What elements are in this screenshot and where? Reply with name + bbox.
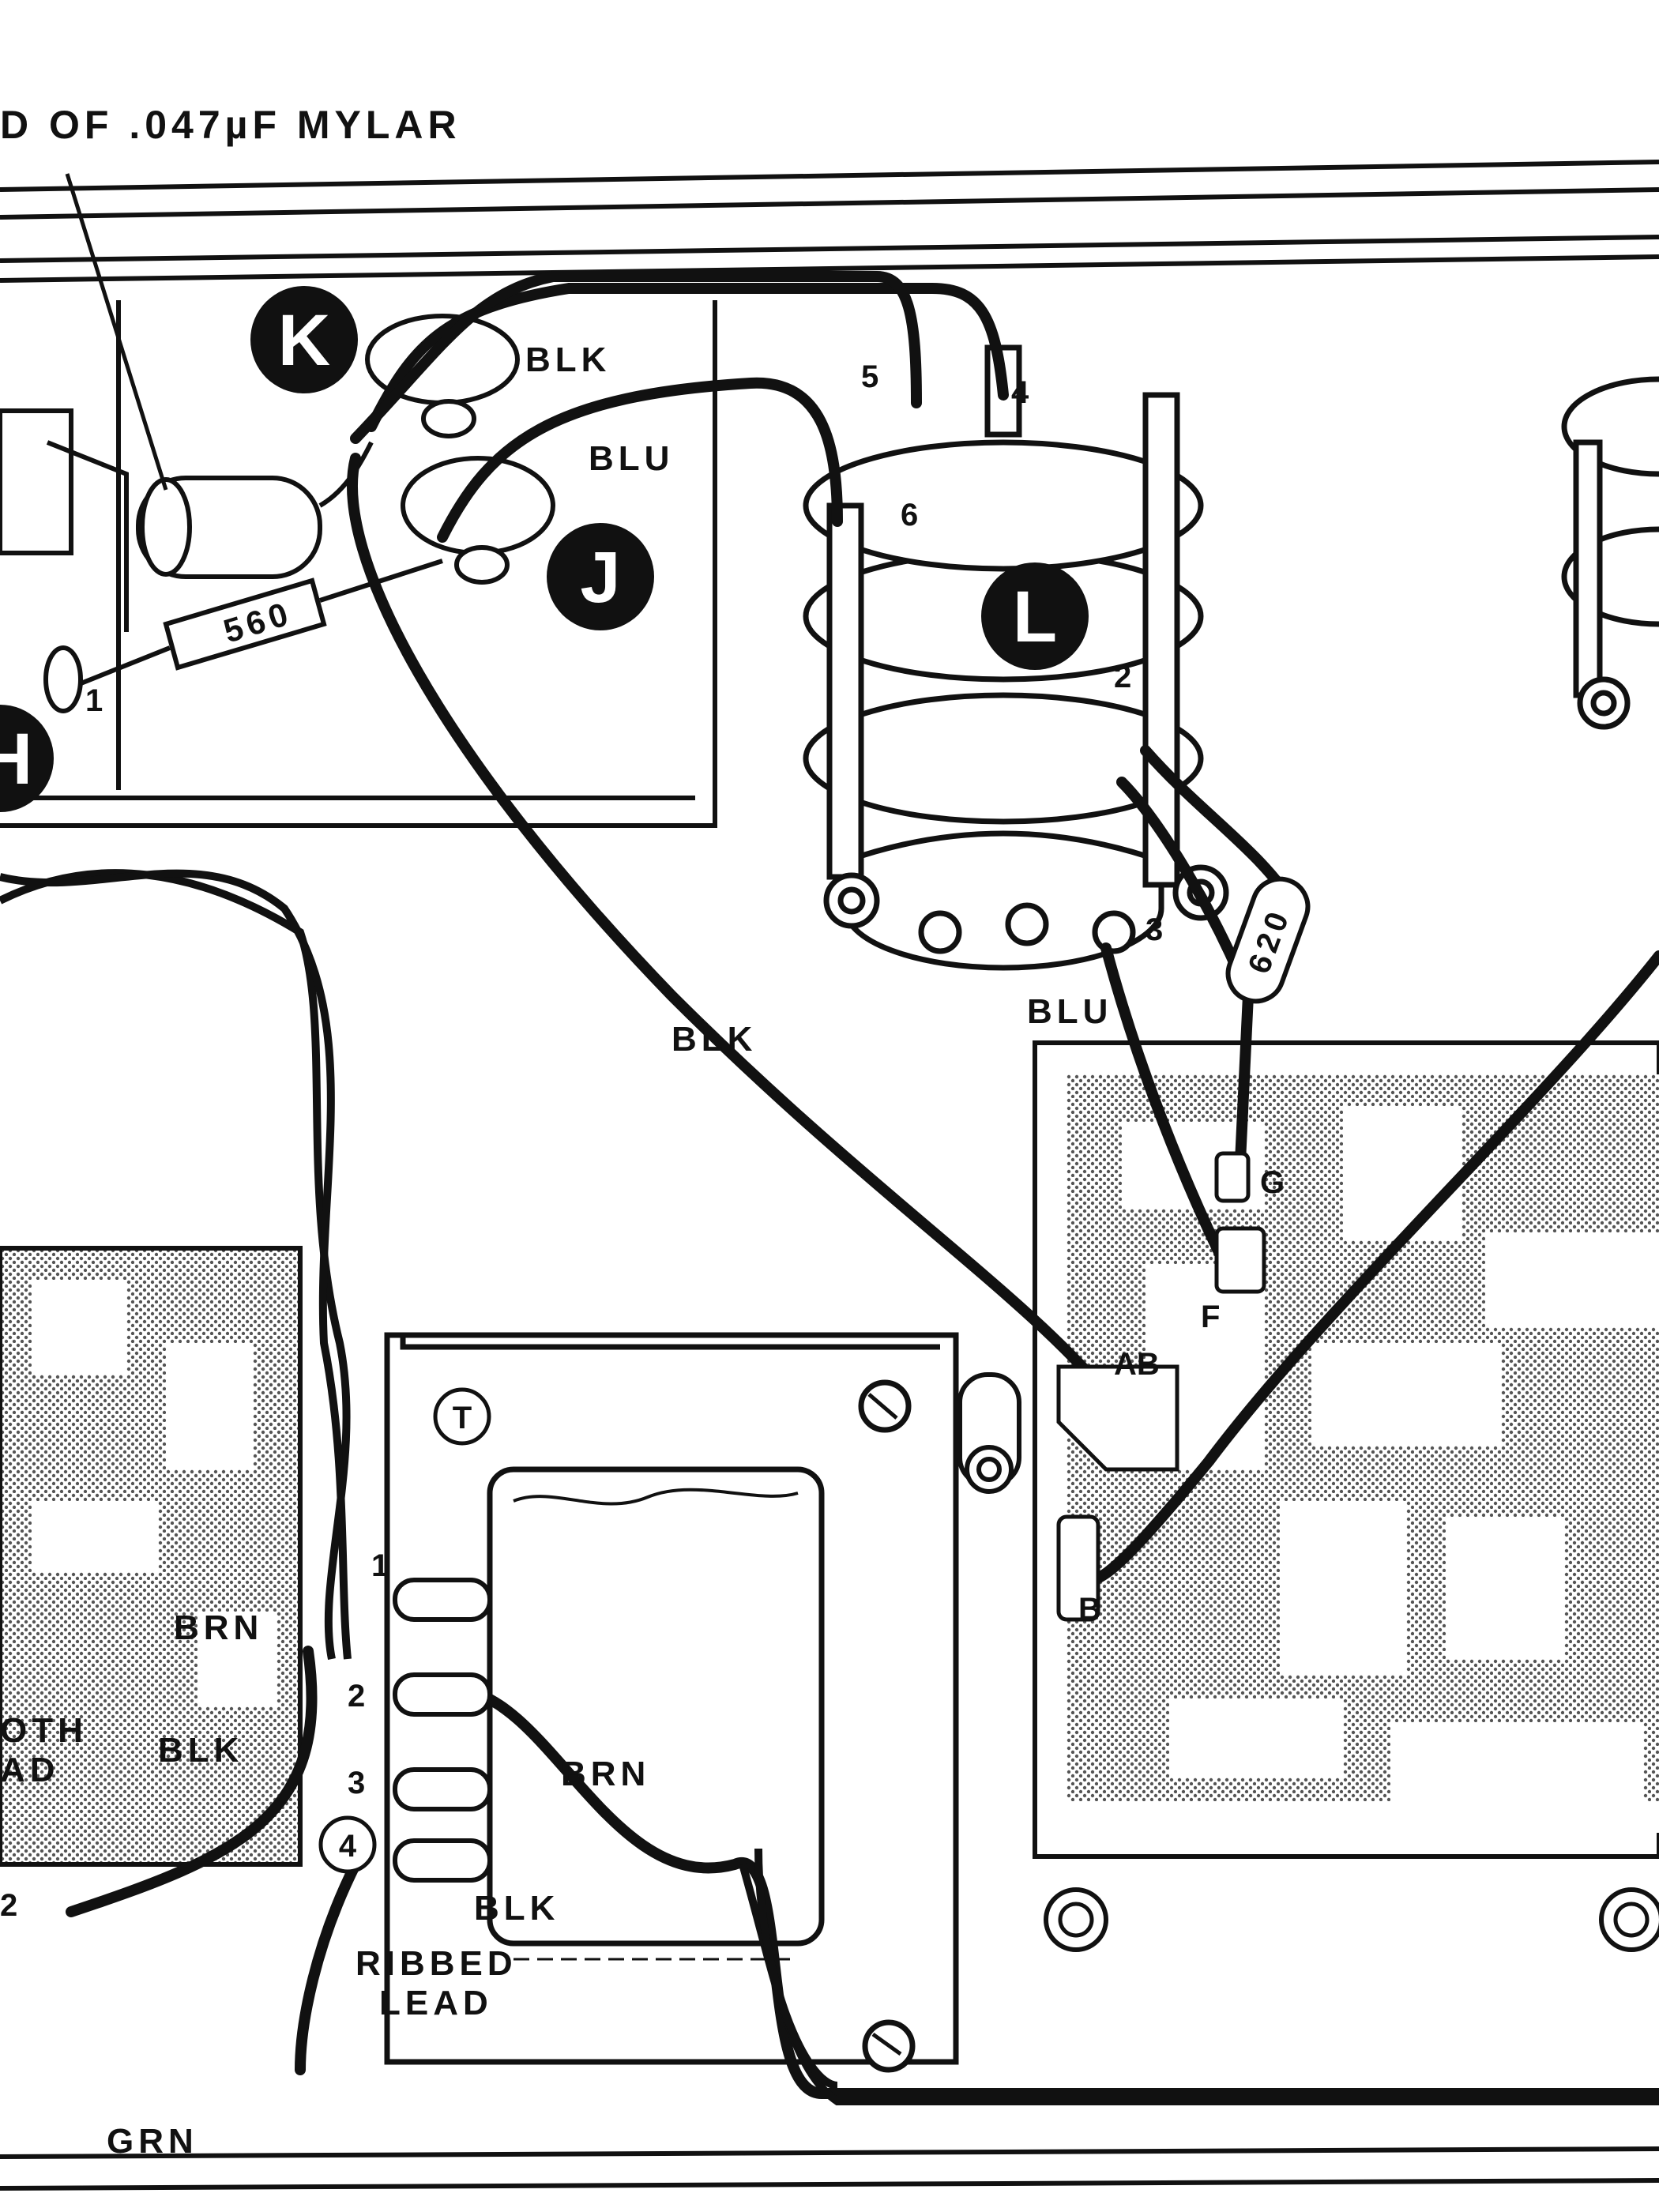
pin-l-3: 3 — [1146, 912, 1163, 947]
ribbed-lead-line2: LEAD — [379, 1984, 493, 2022]
pcb-label-f: F — [1201, 1300, 1220, 1334]
wire-label-blk-4: BLK — [474, 1889, 559, 1928]
resistor-620: 620 — [1225, 876, 1311, 1004]
callout-j: J — [547, 523, 654, 630]
pin-h-1: 1 — [85, 683, 103, 718]
callout-l-text: L — [1013, 577, 1057, 657]
pcb-pads — [1056, 1151, 1266, 1622]
header-note: D OF .047µF MYLAR — [0, 103, 461, 147]
pin-t-4: 4 — [339, 1829, 357, 1864]
callout-l: L — [981, 562, 1089, 670]
transformer-mark: T — [433, 1387, 491, 1446]
pcb-label-b: B — [1078, 1592, 1101, 1627]
wire-label-blu-j: BLU — [589, 439, 674, 478]
mylar-capacitor — [136, 441, 374, 579]
pin-left-2: 2 — [0, 1888, 17, 1923]
terminal-strip-h — [0, 408, 129, 713]
wire-label-blk-left: BLK — [158, 1731, 243, 1770]
wire-label-brn-1: BRN — [174, 1608, 263, 1647]
pin-l-5: 5 — [861, 359, 878, 394]
left-partial-line2: AD — [0, 1751, 60, 1789]
pin-l-4: 4 — [1011, 375, 1029, 410]
wire-label-blk-long: BLK — [672, 1020, 757, 1059]
chassis-frame — [0, 160, 1659, 2191]
callout-k: K — [250, 286, 358, 393]
callout-h-text: H — [0, 719, 32, 799]
wire-label-blu-l: BLU — [1027, 992, 1112, 1031]
callout-h: H — [0, 705, 54, 812]
pcb-label-g: G — [1260, 1165, 1285, 1200]
transformer-terminals — [393, 1578, 492, 1883]
rotary-switch-l — [803, 344, 1229, 971]
pin-l-6: 6 — [901, 498, 918, 532]
callout-j-text: J — [580, 537, 620, 618]
header-leader-arrow — [65, 173, 168, 491]
twisted-wire-pair — [0, 869, 1659, 2105]
pin-t-3: 3 — [348, 1766, 365, 1800]
pin-t-4-badge: 4 — [318, 1815, 377, 1874]
left-circuit-board — [0, 1246, 303, 1867]
pin-t-2: 2 — [348, 1679, 365, 1714]
callout-k-text: K — [278, 300, 330, 381]
wire-label-brn-2: BRN — [561, 1755, 650, 1793]
wire-label-grn: GRN — [107, 2122, 198, 2161]
transformer-label: T — [453, 1401, 472, 1435]
right-circuit-board — [1033, 1040, 1659, 1952]
transformer-mount-nut — [957, 1372, 1021, 1494]
wire-label-blk-k: BLK — [525, 340, 611, 379]
mounting-bracket — [0, 300, 717, 828]
pcb-label-ab: AB — [1114, 1347, 1160, 1382]
left-partial-line1: OTH — [0, 1711, 88, 1750]
ribbed-lead-line1: RIBBED — [356, 1944, 517, 1983]
rotary-switch-partial — [1561, 376, 1659, 730]
pin-t-1: 1 — [371, 1548, 389, 1583]
resistor-560 — [70, 559, 443, 690]
pin-l-2: 2 — [1114, 660, 1131, 694]
